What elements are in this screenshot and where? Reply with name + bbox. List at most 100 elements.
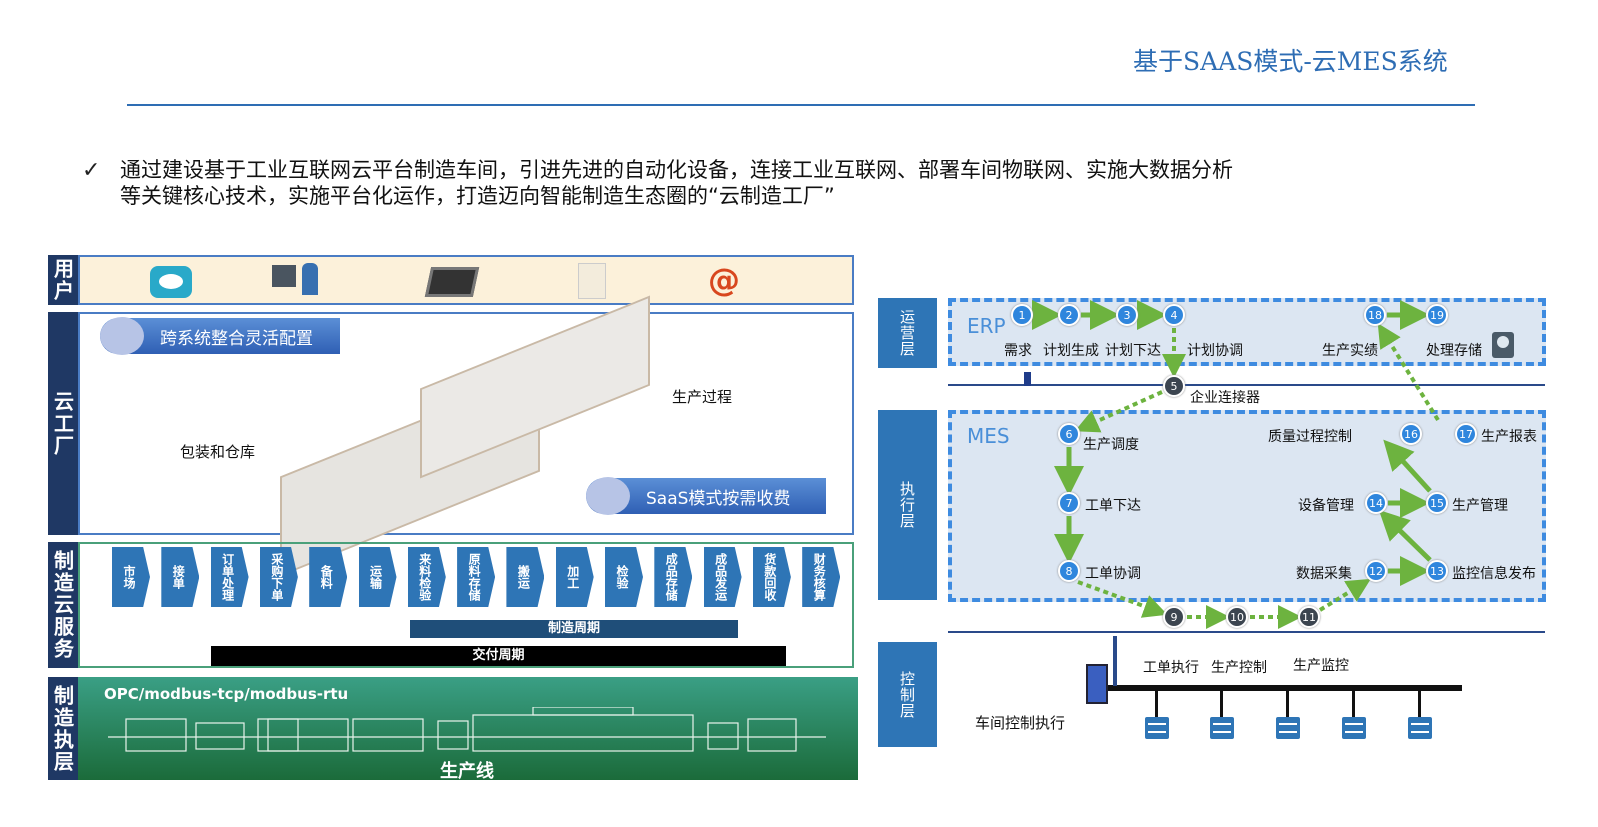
process-step: 成品发运: [703, 547, 742, 607]
flow-node-18: 18: [1364, 304, 1386, 326]
server-link: [1155, 691, 1158, 717]
row-label-user: 用户: [48, 255, 78, 305]
config-pill-label: 跨系统整合灵活配置: [160, 328, 313, 349]
flow-label-4: 计划协调: [1187, 343, 1243, 359]
process-step: 市场: [112, 547, 150, 607]
layer-label-ops: 运营层: [878, 298, 937, 368]
flow-label-3: 计划下达: [1105, 343, 1161, 359]
server-icon: [1408, 717, 1432, 739]
production-line-row: OPC/modbus-tcp/modbus-rtu 生产线: [78, 677, 858, 782]
flow-node-10: 10: [1226, 606, 1248, 628]
flow-label-1: 需求: [1004, 343, 1032, 359]
delivery-cycle-bar: 交付周期: [211, 646, 786, 666]
flow-label-5: 企业连接器: [1190, 390, 1260, 406]
flow-node-8: 8: [1058, 560, 1080, 582]
process-step: 采购下单: [259, 547, 298, 607]
production-line-label: 生产线: [440, 761, 494, 782]
flow-node-2: 2: [1058, 304, 1080, 326]
control-label-production-control: 生产控制: [1211, 660, 1267, 676]
process-step: 检验: [605, 547, 643, 607]
flow-label-6: 生产调度: [1083, 437, 1139, 453]
flow-node-9: 9: [1163, 606, 1185, 628]
flow-label-2: 计划生成: [1043, 343, 1099, 359]
row-label-execution: 制造执层: [48, 677, 78, 780]
cloud-service-row: [78, 542, 854, 668]
control-label-production-monitor: 生产监控: [1293, 658, 1349, 674]
saas-pill-label: SaaS模式按需收费: [646, 488, 791, 509]
layer-label-exec: 执行层: [878, 410, 937, 600]
process-step: 货款回收: [752, 547, 791, 607]
flow-node-5: 5: [1163, 375, 1185, 397]
flow-node-19: 19: [1426, 304, 1448, 326]
process-step: 财务核算: [802, 547, 841, 607]
bullet-line-2: 等关键核心技术，实施平台化运作，打造迈向智能制造生态圈的“云制造工厂”: [120, 184, 835, 208]
process-step: 备料: [309, 547, 348, 607]
cloud-factory-row: 跨系统整合灵活配置 SaaS模式按需收费 包装和仓库 生产过程: [78, 295, 854, 577]
process-step: 加工: [555, 547, 594, 607]
control-label-work-order: 工单执行: [1143, 660, 1199, 676]
warehouse-label: 包装和仓库: [180, 443, 256, 461]
mes-label: MES: [967, 424, 1010, 448]
server-link: [1286, 691, 1289, 717]
flow-label-15: 生产管理: [1452, 498, 1508, 514]
operator-computer-icon: [272, 263, 320, 297]
production-line-drawing: [108, 707, 826, 752]
storage-disk-icon: [1492, 332, 1514, 358]
erp-label: ERP: [967, 314, 1006, 338]
process-step: 运输: [358, 547, 397, 607]
flow-node-6: 6: [1058, 423, 1080, 445]
flow-node-17: 17: [1455, 423, 1477, 445]
server-link: [1418, 691, 1421, 717]
config-pill: 跨系统整合灵活配置: [100, 317, 340, 355]
fieldbus-line: [1093, 685, 1462, 691]
flow-node-1: 1: [1011, 304, 1033, 326]
title-divider: [127, 104, 1475, 106]
page-title: 基于SAAS模式-云MES系统: [1133, 47, 1448, 76]
server-link: [1220, 691, 1223, 717]
flow-label-12: 数据采集: [1296, 566, 1352, 582]
flow-node-7: 7: [1058, 492, 1080, 514]
server-icon: [1276, 717, 1300, 739]
flow-label-16: 质量过程控制: [1268, 429, 1352, 445]
flow-node-15: 15: [1426, 492, 1448, 514]
process-step: 接单: [161, 547, 200, 607]
flow-node-13: 13: [1426, 560, 1448, 582]
flow-node-16: 16: [1400, 423, 1422, 445]
flow-node-3: 3: [1116, 304, 1138, 326]
flow-node-12: 12: [1365, 560, 1387, 582]
manufacturing-cycle-bar: 制造周期: [410, 620, 738, 638]
connector-plug-icon: [1024, 372, 1031, 386]
flow-label-19: 处理存储: [1426, 343, 1482, 359]
bullet-line-1: 通过建设基于工业互联网云平台制造车间，引进先进的自动化设备，连接工业互联网、部署…: [120, 158, 1233, 182]
flow-label-7: 工单下达: [1085, 498, 1141, 514]
flow-label-13: 监控信息发布: [1452, 566, 1536, 582]
bus-link: [1113, 636, 1117, 686]
server-icon: [1342, 717, 1366, 739]
email-icon: @: [708, 261, 740, 299]
flow-node-14: 14: [1365, 492, 1387, 514]
layer-label-ctrl: 控制层: [878, 642, 937, 747]
workshop-computer-icon: [1086, 664, 1108, 704]
server-icon: [1145, 717, 1169, 739]
process-step: 原料存储: [457, 547, 496, 607]
flow-label-8: 工单协调: [1085, 566, 1141, 582]
flow-label-18: 生产实绩: [1322, 343, 1378, 359]
process-step: 成品存储: [654, 547, 693, 607]
check-icon: ✓: [82, 158, 101, 183]
row-label-cloud-factory: 云工厂: [48, 312, 78, 535]
server-link: [1352, 691, 1355, 717]
flow-node-11: 11: [1298, 606, 1320, 628]
process-step: 搬运: [506, 547, 545, 607]
protocols-label: OPC/modbus-tcp/modbus-rtu: [104, 685, 349, 703]
row-label-cloud-service: 制造云服务: [48, 542, 78, 668]
user-row: @: [78, 255, 854, 305]
phone-icon: [578, 263, 606, 299]
flow-node-4: 4: [1163, 304, 1185, 326]
process-label: 生产过程: [672, 388, 733, 406]
flow-label-17: 生产报表: [1481, 429, 1537, 445]
chat-icon: [150, 266, 192, 298]
workshop-control-label: 车间控制执行: [975, 714, 1066, 732]
process-step: 订单处理: [210, 547, 249, 607]
process-step: 来料检验: [407, 547, 446, 607]
